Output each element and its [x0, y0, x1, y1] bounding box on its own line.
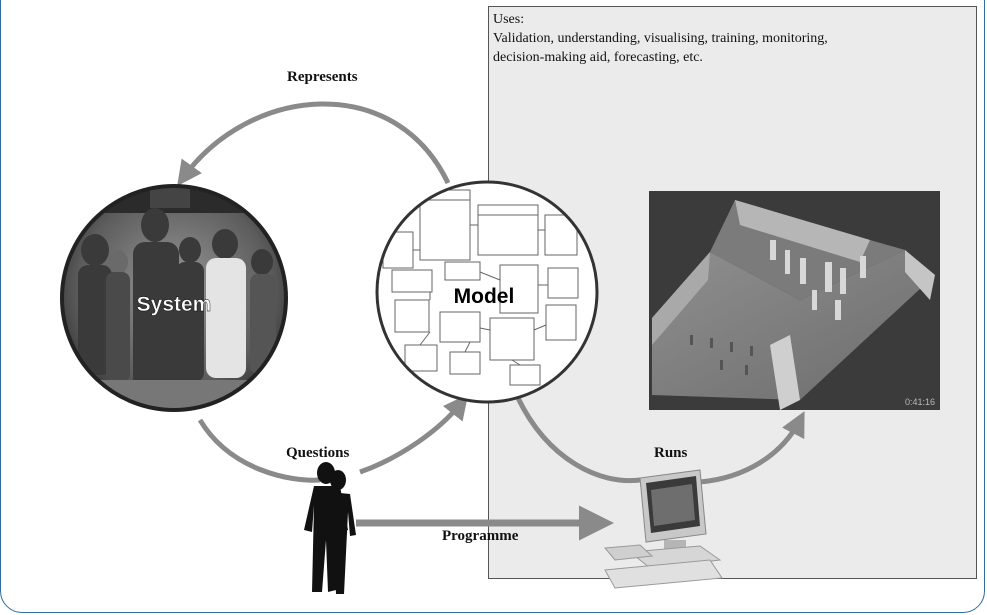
- system-to-questions-arrow: [197, 418, 321, 483]
- runs-label: Runs: [654, 445, 688, 461]
- represents-label: Represents: [287, 69, 358, 85]
- system-label: System: [137, 293, 212, 316]
- represents-arrow: [177, 101, 451, 187]
- model-circle-border: [375, 180, 599, 404]
- questions-to-model-arrow: [359, 394, 469, 475]
- simulation-screenshot: 0:41:16: [649, 191, 940, 410]
- person-silhouette: [304, 462, 356, 594]
- programme-label: Programme: [442, 528, 519, 544]
- computer-icon: [604, 469, 723, 589]
- uses-heading: Uses:: [493, 12, 525, 27]
- runs-arrow: [699, 411, 805, 485]
- system-photo: [62, 186, 286, 410]
- questions-label: Questions: [286, 445, 350, 461]
- model-label: Model: [454, 285, 515, 308]
- simulation-timestamp: 0:41:16: [905, 397, 935, 407]
- uses-line-2: decision-making aid, forecasting, etc.: [493, 50, 703, 65]
- uses-line-1: Validation, understanding, visualising, …: [493, 31, 828, 46]
- model-to-computer-arrow: [515, 396, 641, 484]
- model-diagram: [377, 182, 597, 402]
- system-circle-border: [60, 184, 288, 412]
- uses-text: Uses: Validation, understanding, visuali…: [493, 10, 933, 67]
